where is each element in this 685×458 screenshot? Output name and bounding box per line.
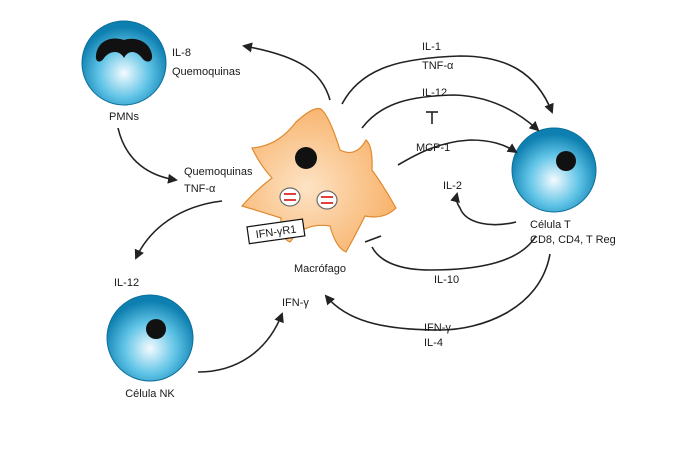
arrow-mcp1-to-tcell [397,139,518,166]
label-tcell-sub: CD8, CD4, T Reg [530,234,616,246]
pmn-cell [81,20,167,106]
label-ifng-mid: IFN-γ [282,297,309,309]
pmn-nucleus [95,38,153,62]
label-il8: IL-8 [172,47,191,59]
label-il2: IL-2 [443,180,462,192]
arrow-to-il12-left [134,200,223,260]
label-macrophage: Macrófago [294,263,346,275]
arrow-nk-to-ifng [197,312,284,373]
label-pmns: PMNs [109,111,139,123]
label-il12-top: IL-12 [422,87,447,99]
arrow-tcell-il2-loop [450,192,517,226]
nk-cell-nucleus [146,319,166,339]
nk-cell [106,294,194,382]
macrophage-nucleus [295,147,317,169]
label-ifng-bottom: IFN-γ [424,322,451,334]
label-mcp1: MCP-1 [416,142,450,154]
label-tnfa-mid: TNF-α [184,183,216,195]
label-quemoquinas-mid: Quemoquinas [184,166,253,178]
label-quemoquinas-top: Quemoquinas [172,66,241,78]
arrow-il10-inhibit-macrophage [371,235,537,271]
arrow-pmn-to-quemoquinas [117,127,178,184]
arrow-tcell-to-ifng [324,253,551,331]
macrophage-cell: IFN-γR1 [240,107,397,253]
arrow-il12-to-tcell [361,94,540,132]
label-il10: IL-10 [434,274,459,286]
label-il4: IL-4 [424,337,443,349]
label-il12-left: IL-12 [114,277,139,289]
ifn-receptor-label: IFN-γR1 [255,224,297,242]
t-cell [511,127,597,213]
il10-inhibit-bar [364,235,382,243]
label-il1: IL-1 [422,41,441,53]
granule-2 [316,190,338,210]
label-nk-cell: Célula NK [125,388,175,400]
label-tcell: Célula T [530,219,571,231]
label-tnfa-top: TNF-α [422,60,454,72]
t-cell-nucleus [556,151,576,171]
arrow-il1-to-tcell [341,55,554,114]
arrow-macrophage-to-pmn [242,42,331,101]
ifn-receptor-box: IFN-γR1 [246,218,306,245]
granule-1 [279,187,301,207]
